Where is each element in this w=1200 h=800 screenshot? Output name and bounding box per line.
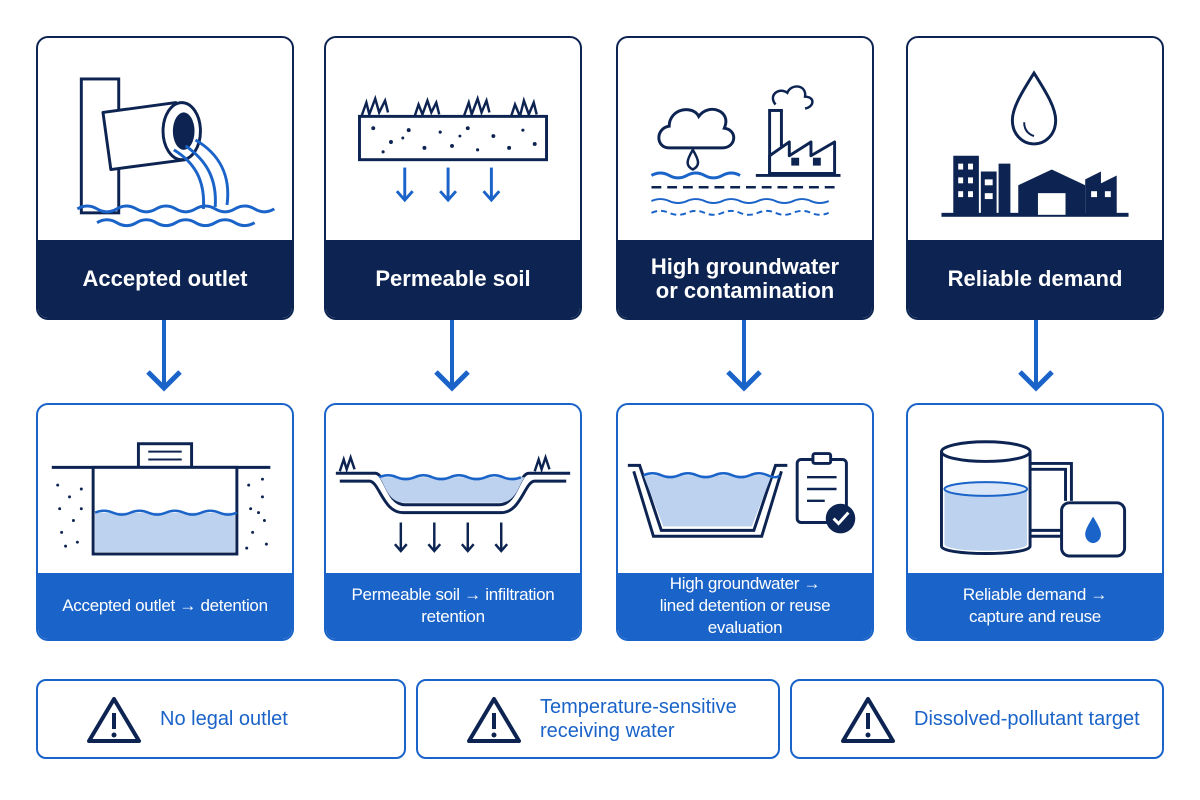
soil-infiltration-icon [326,38,580,242]
strategy-card-infiltration: Permeable soil → infiltration retention [324,403,582,641]
infiltration-basin-icon [326,405,580,575]
condition-label: Permeable soil [326,240,580,318]
constraint-label: Dissolved-pollutant target [914,708,1140,730]
strategy-card-lined-detention: High groundwater →lined detention or reu… [616,403,874,641]
constraint-no-legal-outlet: No legal outlet [36,679,406,759]
flow-arrow-down-icon [144,320,184,396]
condition-label: Reliable demand [908,240,1162,318]
detention-tank-icon [38,405,292,575]
strategy-label: Accepted outlet → detention [38,573,292,639]
condition-card-permeable-soil: Permeable soil [324,36,582,320]
city-water-drop-icon [908,38,1162,242]
lined-basin-checklist-icon [618,405,872,575]
strategy-label: High groundwater →lined detention or reu… [618,573,872,639]
strategy-card-capture-reuse: Reliable demand →capture and reuse [906,403,1164,641]
condition-card-accepted-outlet: Accepted outlet [36,36,294,320]
flow-arrow-down-icon [1016,320,1056,396]
pipe-outfall-icon [38,38,292,242]
flow-arrow-down-icon [724,320,764,396]
constraint-dissolved-pollutant: Dissolved-pollutant target [790,679,1164,759]
strategy-label: Permeable soil → infiltration retention [326,573,580,639]
reuse-tank-icon [908,405,1162,575]
warning-icon [86,695,142,745]
condition-card-reliable-demand: Reliable demand [906,36,1164,320]
groundwater-factory-icon [618,38,872,242]
strategy-label: Reliable demand →capture and reuse [908,573,1162,639]
strategy-card-detention: Accepted outlet → detention [36,403,294,641]
warning-icon [840,695,896,745]
warning-icon [466,695,522,745]
constraint-label: No legal outlet [160,708,288,730]
flow-arrow-down-icon [432,320,472,396]
condition-label: Accepted outlet [38,240,292,318]
